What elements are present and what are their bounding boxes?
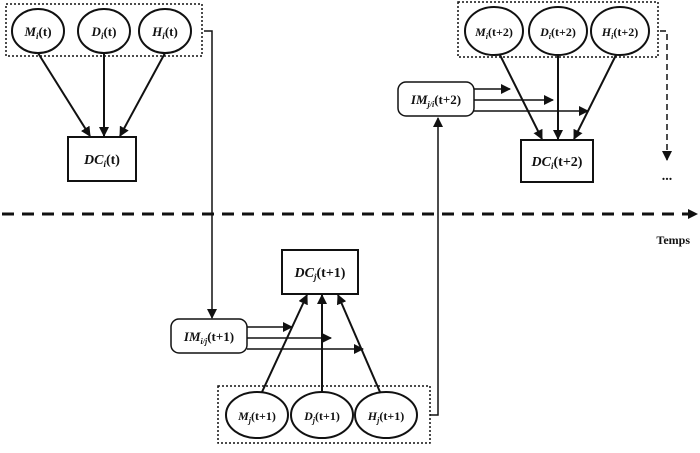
node-arg: (t+2) — [551, 25, 576, 39]
node-m-j-t1: Mj(t+1) — [225, 391, 289, 439]
svg-text:DCi(t): DCi(t) — [83, 153, 120, 169]
node-m-i-t2: Mi(t+2) — [464, 6, 524, 56]
node-arg: (t+2) — [554, 155, 583, 170]
node-dc-j-t1: DCj(t+1) — [281, 249, 359, 295]
svg-text:Mi(t+2): Mi(t+2) — [474, 25, 513, 41]
node-base: DC — [83, 153, 104, 168]
node-base: D — [91, 24, 102, 39]
node-sub: i — [162, 31, 165, 41]
node-m-i-t: Mi(t) — [11, 8, 65, 54]
node-base: D — [539, 25, 549, 39]
node-sub: j/i — [426, 100, 435, 109]
continuation-ellipsis: ... — [662, 169, 673, 184]
svg-text:Mi(t): Mi(t) — [23, 24, 51, 41]
edge-m-to-dc — [37, 52, 91, 137]
node-arg: (t+2) — [488, 25, 513, 39]
node-base: H — [151, 24, 163, 39]
svg-text:IMj/i(t+2): IMj/i(t+2) — [410, 92, 461, 109]
node-base: IM — [410, 92, 428, 107]
node-arg: (t+1) — [315, 409, 340, 423]
edge-group-t-to-im — [204, 30, 217, 319]
svg-text:Hj(t+1): Hj(t+1) — [367, 409, 404, 425]
node-arg: (t+1) — [317, 266, 346, 281]
node-im-ji-t2: IMj/i(t+2) — [397, 81, 475, 117]
node-base: M — [237, 409, 249, 423]
svg-text:Mj(t+1): Mj(t+1) — [237, 409, 276, 425]
edge-m-i-t2-to-dc — [499, 54, 543, 140]
edge-m-j-to-dc — [261, 294, 308, 393]
svg-text:Dj(t+1): Dj(t+1) — [303, 409, 340, 425]
node-base: H — [367, 409, 378, 423]
node-sub: j — [247, 416, 252, 425]
node-sub: i — [486, 32, 489, 41]
node-h-i-t2: Hi(t+2) — [590, 6, 650, 56]
node-base: M — [474, 25, 486, 39]
node-base: M — [23, 24, 36, 39]
node-arg: (t+2) — [613, 25, 638, 39]
node-im-ij-t1: IMi/j(t+1) — [170, 318, 248, 354]
node-sub: i — [611, 32, 614, 41]
node-arg: (t) — [39, 24, 52, 39]
edge-continuation — [660, 30, 672, 161]
edge-group-t1-to-im — [430, 117, 443, 416]
node-d-i-t2: Di(t+2) — [528, 6, 588, 56]
node-arg: (t) — [106, 153, 120, 168]
edge-h-j-to-dc — [336, 294, 381, 393]
group-box-i-t2 — [457, 1, 659, 58]
node-dc-i-t: DCi(t) — [67, 136, 137, 182]
node-arg: (t+2) — [434, 92, 461, 107]
node-d-i-t: Di(t) — [77, 8, 131, 54]
node-arg: (t) — [103, 24, 116, 39]
edge-h-i-t2-to-dc — [573, 54, 617, 140]
svg-text:Hi(t+2): Hi(t+2) — [601, 25, 638, 41]
svg-text:IMi/j(t+1): IMi/j(t+1) — [183, 329, 234, 346]
node-sub: i — [36, 31, 39, 41]
node-h-i-t: Hi(t) — [138, 8, 192, 54]
node-d-j-t1: Dj(t+1) — [290, 391, 354, 439]
svg-text:Di(t+2): Di(t+2) — [539, 25, 576, 41]
timeline-label: Temps — [656, 233, 690, 247]
node-sub: j — [375, 416, 380, 425]
node-sub: i — [551, 161, 554, 171]
node-sub: j — [312, 272, 317, 282]
node-base: D — [303, 409, 313, 423]
node-dc-i-t2: DCi(t+2) — [520, 139, 594, 183]
node-h-j-t1: Hj(t+1) — [354, 391, 418, 439]
node-sub: i — [549, 32, 552, 41]
node-sub: j — [311, 416, 316, 425]
edge-h-to-dc — [119, 52, 166, 137]
node-sub: i — [101, 31, 104, 41]
node-sub: i/j — [201, 337, 208, 346]
svg-text:Hi(t): Hi(t) — [151, 24, 178, 41]
node-base: H — [601, 25, 612, 39]
node-base: IM — [183, 329, 201, 344]
node-arg: (t+1) — [251, 409, 276, 423]
svg-text:Di(t): Di(t) — [91, 24, 117, 41]
svg-text:DCj(t+1): DCj(t+1) — [294, 266, 346, 282]
node-arg: (t+1) — [379, 409, 404, 423]
node-sub: i — [103, 159, 106, 169]
svg-text:DCi(t+2): DCi(t+2) — [531, 155, 583, 171]
node-base: DC — [294, 266, 315, 281]
node-arg: (t+1) — [207, 329, 234, 344]
node-base: DC — [531, 155, 552, 170]
node-arg: (t) — [165, 24, 178, 39]
